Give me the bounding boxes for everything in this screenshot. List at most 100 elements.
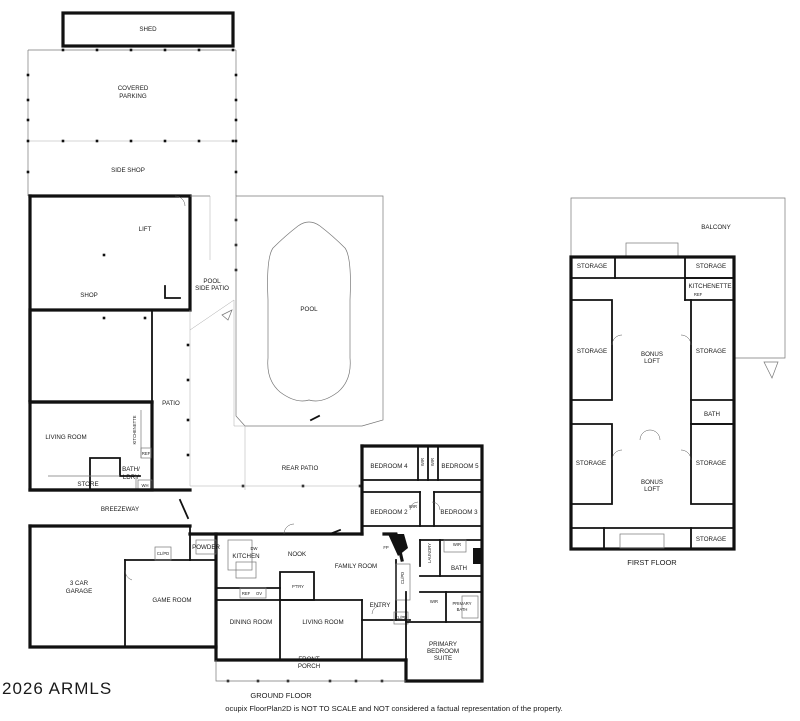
label-bath-hall: BATH — [451, 565, 467, 572]
label-oven: OV — [256, 591, 262, 596]
structural-post — [129, 139, 133, 143]
structural-post — [26, 170, 30, 174]
garage — [28, 524, 218, 649]
structural-post — [197, 139, 201, 143]
structural-post — [186, 418, 190, 422]
structural-post — [102, 316, 106, 320]
structural-post — [234, 73, 238, 77]
structural-post — [143, 316, 147, 320]
label-storage-bottom-right: STORAGE — [696, 536, 726, 543]
structural-post — [186, 343, 190, 347]
structural-post — [234, 118, 238, 122]
label-storage-top-right: STORAGE — [696, 263, 726, 270]
structural-post — [234, 98, 238, 102]
label-kitchen: KITCHEN — [232, 553, 259, 560]
label-covered-parking-1: COVERED — [118, 85, 149, 92]
structural-post — [26, 118, 30, 122]
label-storage-low-left: STORAGE — [576, 460, 606, 467]
label-clo-entry: CL/PD — [395, 615, 407, 620]
label-side-shop: SIDE SHOP — [111, 167, 145, 174]
structural-post — [234, 170, 238, 174]
label-bonus-loft-2b: LOFT — [644, 486, 660, 493]
label-ref-kitchen: REF — [242, 591, 251, 596]
label-garage-1: 3 CAR — [70, 580, 89, 587]
structural-post — [61, 139, 65, 143]
label-game-room: GAME ROOM — [152, 597, 191, 604]
first-floor — [569, 197, 786, 551]
label-bath-upper: BATH — [704, 411, 720, 418]
structural-post — [234, 139, 238, 143]
label-wir-primary: WIR — [430, 599, 438, 604]
structural-post — [26, 139, 30, 143]
structural-post — [102, 253, 106, 257]
label-clo-gameroom: CL/PD — [157, 551, 169, 556]
label-pool-side-patio-2: SIDE PATIO — [195, 285, 229, 292]
label-bath-ldry-1: BATH/ — [122, 466, 140, 473]
label-lift: LIFT — [139, 226, 152, 233]
label-bonus-loft-1b: LOFT — [644, 358, 660, 365]
label-primary-suite-3: SUITE — [434, 655, 452, 662]
label-pool: POOL — [300, 306, 318, 313]
label-covered-parking-2: PARKING — [119, 93, 147, 100]
label-storage-top-left: STORAGE — [577, 263, 607, 270]
label-bedroom-3: BEDROOM 3 — [440, 509, 478, 516]
label-ref-upper: REF — [694, 292, 703, 297]
disclaimer: ocupix FloorPlan2D is NOT TO SCALE and N… — [225, 704, 562, 713]
structural-post — [186, 453, 190, 457]
label-wir-bed5: WIR — [430, 458, 435, 466]
label-patio: PATIO — [162, 400, 180, 407]
label-bedroom-2: BEDROOM 2 — [370, 509, 408, 516]
label-bath-ldry-2: LDRY — [123, 474, 139, 481]
label-pool-side-patio-1: POOL — [203, 278, 221, 285]
label-balcony: BALCONY — [701, 224, 731, 231]
shed — [61, 11, 235, 48]
label-nook: NOOK — [288, 551, 307, 558]
floor-title-ground: GROUND FLOOR — [250, 691, 312, 700]
label-clo-hall: CL/PD — [400, 572, 405, 584]
structural-post — [95, 139, 99, 143]
structural-post — [26, 98, 30, 102]
structural-post — [61, 48, 65, 52]
label-bedroom-4: BEDROOM 4 — [370, 463, 408, 470]
structural-post — [163, 139, 167, 143]
label-kitchenette-west: KITCHENETTE — [132, 415, 137, 444]
label-garage-2: GARAGE — [66, 588, 92, 595]
label-primary-bath-2: BATH — [457, 607, 468, 612]
structural-post — [231, 48, 235, 52]
structural-post — [26, 73, 30, 77]
label-primary-suite-1: PRIMARY — [429, 641, 457, 648]
bedroom-wing — [360, 444, 484, 683]
label-storage-mid-left: STORAGE — [577, 348, 607, 355]
structural-post — [197, 48, 201, 52]
floor-title-first: FIRST FLOOR — [627, 558, 677, 567]
structural-post — [186, 378, 190, 382]
watermark: 2026 ARMLS — [2, 679, 112, 698]
label-front-porch-2: PORCH — [298, 663, 320, 670]
label-fp: FP — [383, 545, 389, 550]
breezeway — [28, 488, 192, 528]
label-shop: SHOP — [80, 292, 98, 299]
label-front-porch-1: FRONT — [298, 656, 320, 663]
label-bedroom-5: BEDROOM 5 — [441, 463, 479, 470]
front-porch — [215, 660, 406, 682]
label-living-room: LIVING ROOM — [302, 619, 343, 626]
covered-parking — [27, 49, 237, 196]
label-family-room: FAMILY ROOM — [335, 563, 377, 570]
shop — [28, 194, 211, 471]
label-powder: POWDER — [192, 544, 220, 551]
label-storage-mid-right: STORAGE — [696, 348, 726, 355]
label-ptry: P'TRY — [292, 584, 304, 589]
label-breezeway: BREEZEWAY — [101, 506, 139, 513]
label-bonus-loft-1a: BONUS — [641, 351, 663, 358]
structural-post — [95, 48, 99, 52]
label-wir-bed4: WIR — [420, 458, 425, 466]
structural-post — [163, 48, 167, 52]
label-primary-bath-1: PRIMARY — [452, 601, 471, 606]
label-storage-low-right: STORAGE — [696, 460, 726, 467]
room-labels: SHED COVERED PARKING SIDE SHOP LIFT SHOP… — [45, 26, 731, 670]
structural-post — [231, 139, 235, 143]
label-wir-bed2: WIR — [409, 504, 417, 509]
pool-area — [189, 195, 384, 490]
label-laundry: LAUNDRY — [427, 543, 432, 563]
